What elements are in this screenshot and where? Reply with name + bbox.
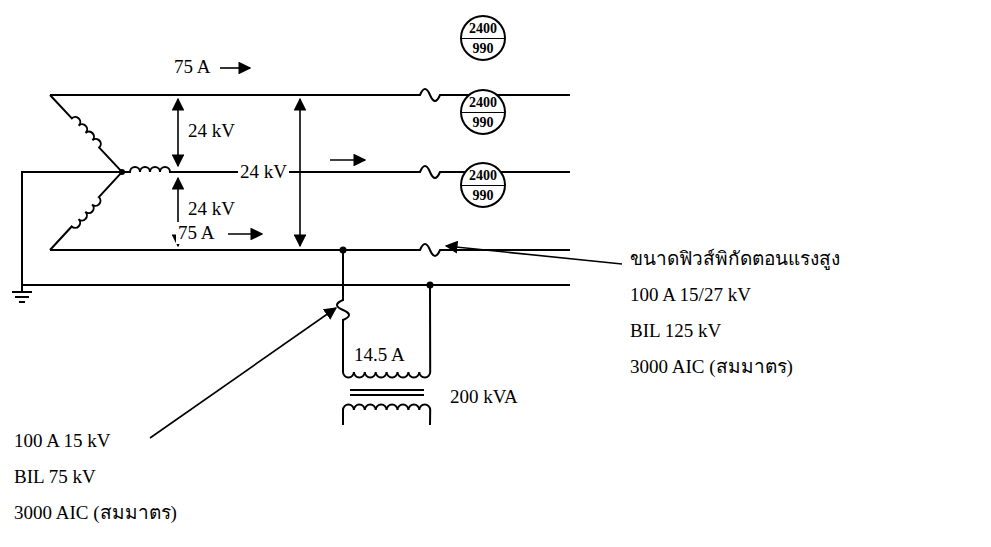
annotation-label: 75 A [172,56,212,78]
annotation-label: 75 A [176,222,216,244]
fuse-rating: 2400 [462,22,504,36]
annotation-label: 24 kV [186,198,237,220]
annotation-label: 3000 AIC (สมมาตร) [12,502,179,524]
annotation-label: BIL 125 kV [628,320,723,342]
fuse-rating: 990 [462,42,504,56]
annotation-label: 24 kV [186,120,237,142]
fuse-rating: 2400 [462,169,504,183]
annotation-label: 14.5 A [352,344,407,366]
fuse-rating: 990 [462,116,504,130]
fuse-rating-circle: 2400 990 [460,162,506,208]
annotation-label: ขนาดฟิวส์พิกัดตอนแรงสูง [628,248,842,270]
fuse-rating: 990 [462,189,504,203]
fuse-rating-circle: 2400 990 [460,89,506,135]
fuse-rating-circle: 2400 990 [460,15,506,61]
circle-divider [462,185,504,186]
annotation-label: 24 kV [238,161,289,183]
annotation-label: 100 A 15/27 kV [628,284,753,306]
fuse-rating: 2400 [462,96,504,110]
annotation-label: BIL 75 kV [12,466,98,488]
annotation-label: 3000 AIC (สมมาตร) [628,356,795,378]
circle-divider [462,112,504,113]
annotation-label: 200 kVA [448,386,520,408]
annotation-label: 100 A 15 kV [12,430,113,452]
circle-divider [462,38,504,39]
